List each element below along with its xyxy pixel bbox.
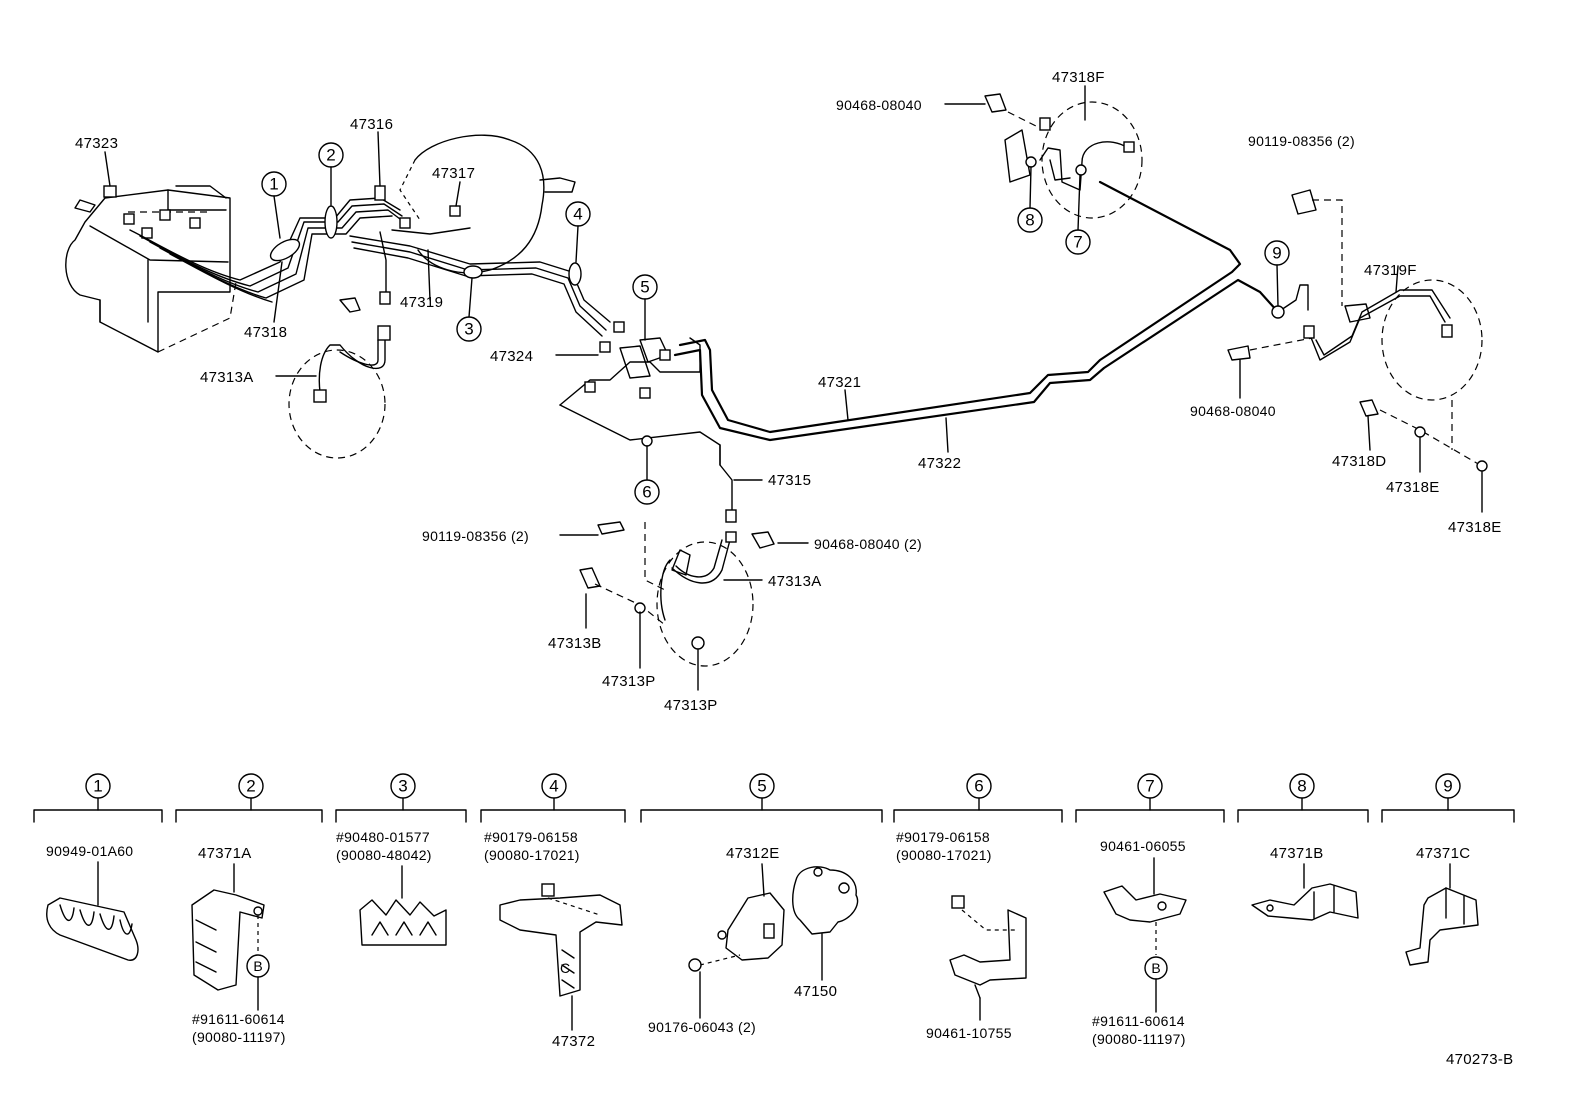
front-brake-lines xyxy=(129,185,625,353)
svg-text:6: 6 xyxy=(974,777,983,796)
svg-text:90176-06043 (2): 90176-06043 (2) xyxy=(648,1019,756,1035)
label-47313b: 47313B xyxy=(548,635,602,652)
detail-callouts: 1 2 3 4 5 6 7 8 9 xyxy=(85,773,1461,799)
rear-left-brake xyxy=(984,93,1143,219)
svg-text:47371A: 47371A xyxy=(198,845,252,862)
label-47319f: 47319F xyxy=(1364,262,1417,279)
rear-brake-line xyxy=(673,180,1280,523)
label-47318d: 47318D xyxy=(1332,453,1386,470)
detail-4-bracket: #90179-06158 (90080-17021) C 47372 xyxy=(484,829,623,1050)
svg-text:90461-10755: 90461-10755 xyxy=(926,1025,1012,1041)
svg-text:8: 8 xyxy=(1025,211,1034,230)
front-left-hose xyxy=(288,325,391,459)
callout-9: 9 xyxy=(1264,240,1290,307)
svg-text:#90179-06158: #90179-06158 xyxy=(896,829,990,845)
figure-code: 470273-B xyxy=(1446,1051,1513,1068)
detail-5-valve: 47312E 90176-06043 (2) 47150 xyxy=(648,845,859,1035)
svg-text:#90480-01577: #90480-01577 xyxy=(336,829,430,845)
label-47323: 47323 xyxy=(75,135,118,152)
svg-text:(90080-11197): (90080-11197) xyxy=(1092,1031,1186,1047)
svg-text:#91611-60614: #91611-60614 xyxy=(1092,1013,1185,1029)
detail-3-clamp: #90480-01577 (90080-48042) xyxy=(336,829,447,946)
svg-text:1: 1 xyxy=(93,777,102,796)
callout-1: 1 xyxy=(261,171,287,239)
brake-booster xyxy=(399,134,576,274)
svg-text:2: 2 xyxy=(326,146,335,165)
label-90468-mid: 90468-08040 (2) xyxy=(814,536,922,552)
svg-text:2: 2 xyxy=(246,777,255,796)
svg-text:8: 8 xyxy=(1297,777,1306,796)
master-cylinder-assembly xyxy=(65,185,237,353)
label-47313p-2: 47313P xyxy=(664,697,718,714)
svg-text:4: 4 xyxy=(549,777,558,796)
svg-text:90461-06055: 90461-06055 xyxy=(1100,838,1186,854)
svg-text:7: 7 xyxy=(1145,777,1154,796)
svg-text:9: 9 xyxy=(1443,777,1452,796)
rear-right-brake xyxy=(1227,189,1488,472)
svg-text:47150: 47150 xyxy=(794,983,837,1000)
svg-text:9: 9 xyxy=(1272,244,1281,263)
svg-text:47371B: 47371B xyxy=(1270,845,1324,862)
label-47321: 47321 xyxy=(818,374,861,391)
label-47318: 47318 xyxy=(244,324,287,341)
label-47318e-2: 47318E xyxy=(1448,519,1502,536)
leader-lines xyxy=(104,85,1483,691)
svg-text:5: 5 xyxy=(640,278,649,297)
svg-text:3: 3 xyxy=(464,320,473,339)
detail-2-clamp: 47371A B #91611-60614 (90080-11197) xyxy=(191,845,286,1045)
callout-3: 3 xyxy=(456,277,482,342)
detail-7-clip: 90461-06055 B #91611-60614 (90080-11197) xyxy=(1092,838,1187,1047)
svg-text:47312E: 47312E xyxy=(726,845,780,862)
label-90119-right: 90119-08356 (2) xyxy=(1248,133,1355,149)
proportioning-valve xyxy=(559,337,721,466)
label-47313a-left: 47313A xyxy=(200,369,254,386)
label-90468-top: 90468-08040 xyxy=(836,97,922,113)
callout-4: 4 xyxy=(565,201,591,263)
callout-5: 5 xyxy=(632,274,658,341)
svg-text:(90080-11197): (90080-11197) xyxy=(192,1029,286,1045)
svg-text:5: 5 xyxy=(757,777,766,796)
detail-brackets xyxy=(33,797,1515,823)
svg-text:#90179-06158: #90179-06158 xyxy=(484,829,578,845)
label-47316: 47316 xyxy=(350,116,393,133)
label-47319: 47319 xyxy=(400,294,443,311)
svg-text:(90080-17021): (90080-17021) xyxy=(484,847,580,863)
label-47324: 47324 xyxy=(490,348,533,365)
svg-text:(90080-17021): (90080-17021) xyxy=(896,847,992,863)
callout-2: 2 xyxy=(318,142,344,206)
label-47322: 47322 xyxy=(918,455,961,472)
label-47318e-1: 47318E xyxy=(1386,479,1440,496)
detail-6-bracket: #90179-06158 (90080-17021) 90461-10755 xyxy=(896,829,1027,1041)
svg-text:1: 1 xyxy=(269,175,278,194)
callout-8: 8 xyxy=(1017,166,1043,233)
detail-8-clamp: 47371B xyxy=(1251,845,1359,921)
svg-text:#91611-60614: #91611-60614 xyxy=(192,1011,285,1027)
label-47317: 47317 xyxy=(432,165,475,182)
svg-text:B: B xyxy=(1151,960,1160,976)
label-47313a-mid: 47313A xyxy=(768,573,822,590)
callout-6: 6 xyxy=(634,445,660,505)
label-47313p-1: 47313P xyxy=(602,673,656,690)
svg-text:90949-01A60: 90949-01A60 xyxy=(46,843,133,859)
svg-text:(90080-48042): (90080-48042) xyxy=(336,847,432,863)
svg-text:47372: 47372 xyxy=(552,1033,595,1050)
detail-9-clamp: 47371C xyxy=(1405,845,1479,966)
detail-1-clamp: 90949-01A60 xyxy=(46,843,139,961)
svg-text:47371C: 47371C xyxy=(1416,845,1470,862)
svg-text:B: B xyxy=(253,958,262,974)
label-90468-right: 90468-08040 xyxy=(1190,403,1276,419)
label-90119-mid: 90119-08356 (2) xyxy=(422,528,529,544)
svg-text:C: C xyxy=(560,960,570,976)
svg-text:3: 3 xyxy=(398,777,407,796)
label-47318f: 47318F xyxy=(1052,69,1105,86)
svg-text:7: 7 xyxy=(1073,233,1082,252)
svg-text:6: 6 xyxy=(642,483,651,502)
callout-7: 7 xyxy=(1065,174,1091,255)
front-right-hose xyxy=(579,521,775,667)
svg-text:4: 4 xyxy=(573,205,582,224)
label-47315: 47315 xyxy=(768,472,811,489)
